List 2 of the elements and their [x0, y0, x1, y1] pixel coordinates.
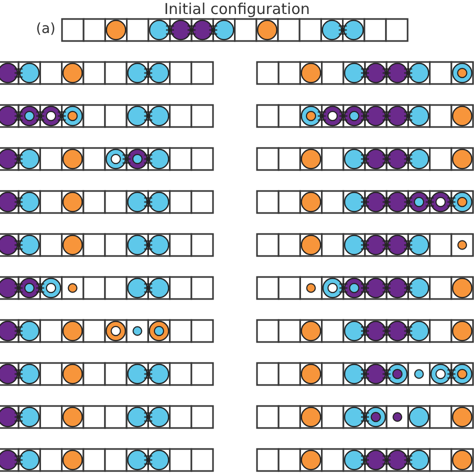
panel-label: (a)	[36, 21, 56, 37]
figure-title: Initial configuration	[164, 0, 310, 18]
